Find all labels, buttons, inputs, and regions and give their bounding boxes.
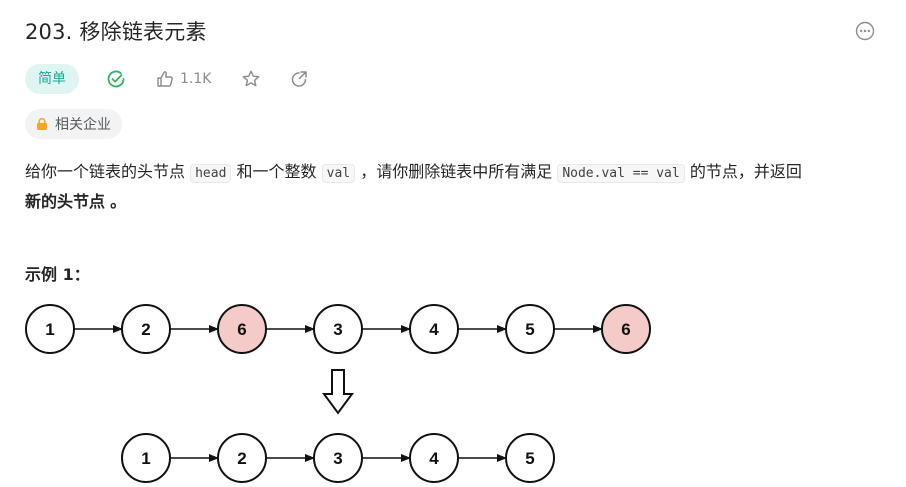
problem-meta-row: 简单 1.1K <box>25 64 309 94</box>
list-node-value: 5 <box>525 449 534 468</box>
list-node-value: 5 <box>525 320 534 339</box>
list-node-value: 1 <box>141 449 150 468</box>
desc-bold-text: 新的头节点 <box>25 192 106 211</box>
linked-list-diagram: 1 2 6 3 4 5 6 1 2 3 4 5 <box>25 304 651 483</box>
list-node: 2 <box>121 304 171 354</box>
list-node-value: 4 <box>429 320 439 339</box>
list-node: 4 <box>409 433 459 483</box>
list-node-circle <box>505 433 555 483</box>
desc-text: 和一个整数 <box>236 162 317 181</box>
list-node-value: 2 <box>237 449 246 468</box>
problem-description: 给你一个链表的头节点 head 和一个整数 val ，请你删除链表中所有满足 N… <box>25 158 885 216</box>
desc-text: ，请你删除链表中所有满足 <box>360 162 553 181</box>
list-node-value: 6 <box>621 320 630 339</box>
like-count: 1.1K <box>180 71 212 87</box>
more-dots-icon[interactable] <box>855 21 875 41</box>
list-node-value: 1 <box>45 320 54 339</box>
check-circle-icon <box>107 70 125 88</box>
company-tag-label: 相关企业 <box>55 117 111 133</box>
desc-period: 。 <box>110 192 127 211</box>
difficulty-badge: 简单 <box>25 64 79 94</box>
example-heading: 示例 1： <box>25 265 90 284</box>
share-icon[interactable] <box>289 69 309 89</box>
company-tag-button[interactable]: 相关企业 <box>25 109 122 139</box>
star-icon[interactable] <box>241 69 261 89</box>
list-node-value: 2 <box>141 320 150 339</box>
down-arrow-icon <box>322 369 354 415</box>
list-node-circle <box>601 304 651 354</box>
list-node: 3 <box>313 304 363 354</box>
lock-icon <box>37 117 47 130</box>
list-node: 1 <box>25 304 75 354</box>
list-node-value: 3 <box>333 449 342 468</box>
list-node-value: 6 <box>237 320 246 339</box>
like-button[interactable]: 1.1K <box>155 69 211 89</box>
desc-text: 的节点，并返回 <box>689 162 802 181</box>
inline-code: head <box>190 164 232 183</box>
problem-title: 203. 移除链表元素 <box>25 20 207 44</box>
list-node: 4 <box>409 304 459 354</box>
list-node: 3 <box>313 433 363 483</box>
list-node: 1 <box>121 433 171 483</box>
list-node: 6 <box>217 304 267 354</box>
list-node: 5 <box>505 304 555 354</box>
list-node: 5 <box>505 433 555 483</box>
desc-text: 给你一个链表的头节点 <box>25 162 186 181</box>
thumbs-up-icon <box>157 71 173 87</box>
list-node-value: 3 <box>333 320 342 339</box>
inline-code: val <box>321 164 356 183</box>
list-node: 2 <box>217 433 267 483</box>
list-node-value: 4 <box>429 449 439 468</box>
list-node: 6 <box>601 304 651 354</box>
inline-code: Node.val == val <box>557 164 685 183</box>
